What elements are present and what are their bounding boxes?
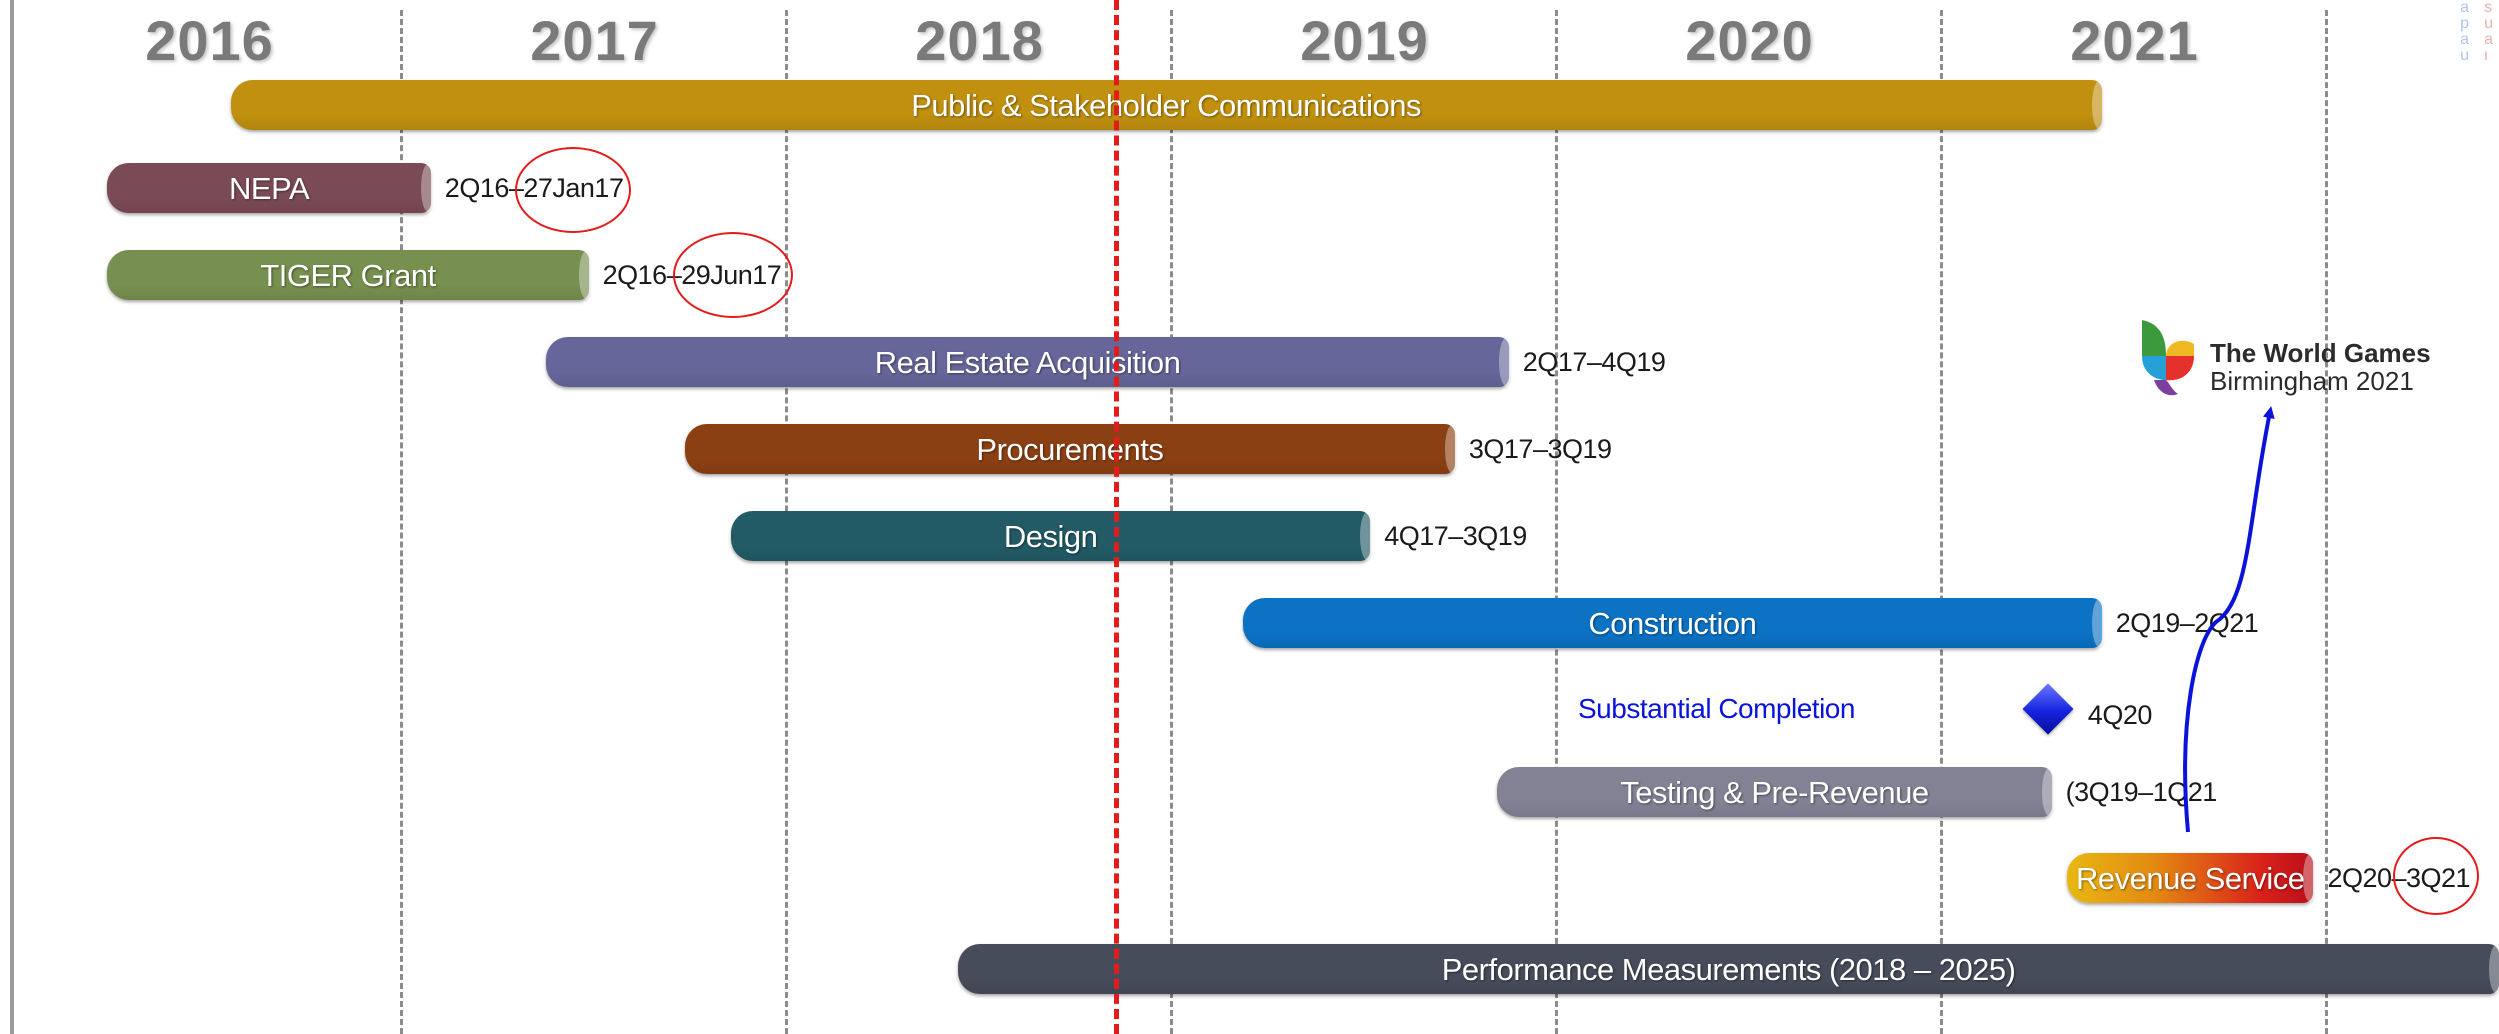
year-divider-2016 [400,10,403,1034]
year-label-2019: 2019 [1300,9,1429,72]
left-border [10,0,14,1034]
task-range-7: 2Q19–2Q21 [2115,608,2259,638]
highlight-circle [514,147,631,233]
task-bar-9: Revenue Service [2067,853,2318,903]
task-range-5: 3Q17–3Q19 [1468,434,1612,464]
highlight-circle [2393,837,2480,915]
task-name-6: Design [1003,519,1098,554]
task-name-7: Construction [1588,606,1757,641]
task-bar-4: Real Estate Acquisition [546,337,1513,387]
task-name-4: Real Estate Acquisition [874,345,1181,380]
world-games-logo-icon [2142,320,2194,396]
task-name-9: Revenue Service [2075,861,2305,896]
year-label-2020: 2020 [1685,9,1814,72]
logo-subtitle: Birmingham 2021 [2210,366,2414,396]
year-label-2021: 2021 [2070,9,2199,72]
milestone-date: 4Q20 [2087,700,2153,730]
task-name-5: Procurements [976,432,1164,467]
task-range-4: 2Q17–4Q19 [1522,347,1666,377]
year-label-2018: 2018 [915,9,1044,72]
year-divider-2021 [2325,10,2328,1034]
year-divider-2019 [1555,10,1558,1034]
task-bar-1: Public & Stakeholder Communications [230,80,2106,130]
today-marker [1114,0,1119,1034]
year-divider-2020 [1940,10,1943,1034]
year-label-2016: 2016 [145,9,274,72]
task-bar-2: NEPA [107,163,436,213]
year-label-2017: 2017 [530,9,659,72]
task-bar-3: TIGER Grant [107,250,593,300]
task-bar-8: Testing & Pre-Revenue [1497,767,2057,817]
world-games-logo: The World Games Birmingham 2021 [2136,316,2436,406]
task-name-1: Public & Stakeholder Communications [911,88,1422,123]
revenue-to-games-arrow [2183,406,2275,833]
task-bar-10: Performance Measurements (2018 – 2025) [958,944,2499,994]
task-name-2: NEPA [229,171,310,206]
task-range-8: (3Q19–1Q21 [2065,777,2218,807]
task-name-3: TIGER Grant [260,258,436,293]
task-bar-5: Procurements [684,424,1459,474]
task-bar-6: Design [731,511,1375,561]
task-name-10: Performance Measurements (2018 – 2025) [1441,952,2016,987]
task-name-8: Testing & Pre-Revenue [1620,775,1929,810]
task-range-6: 4Q17–3Q19 [1384,521,1527,551]
logo-title: The World Games [2210,338,2431,368]
milestone-name: Substantial Completion [1578,693,1855,724]
task-bar-7: Construction [1243,598,2106,648]
highlight-circle [672,232,793,318]
